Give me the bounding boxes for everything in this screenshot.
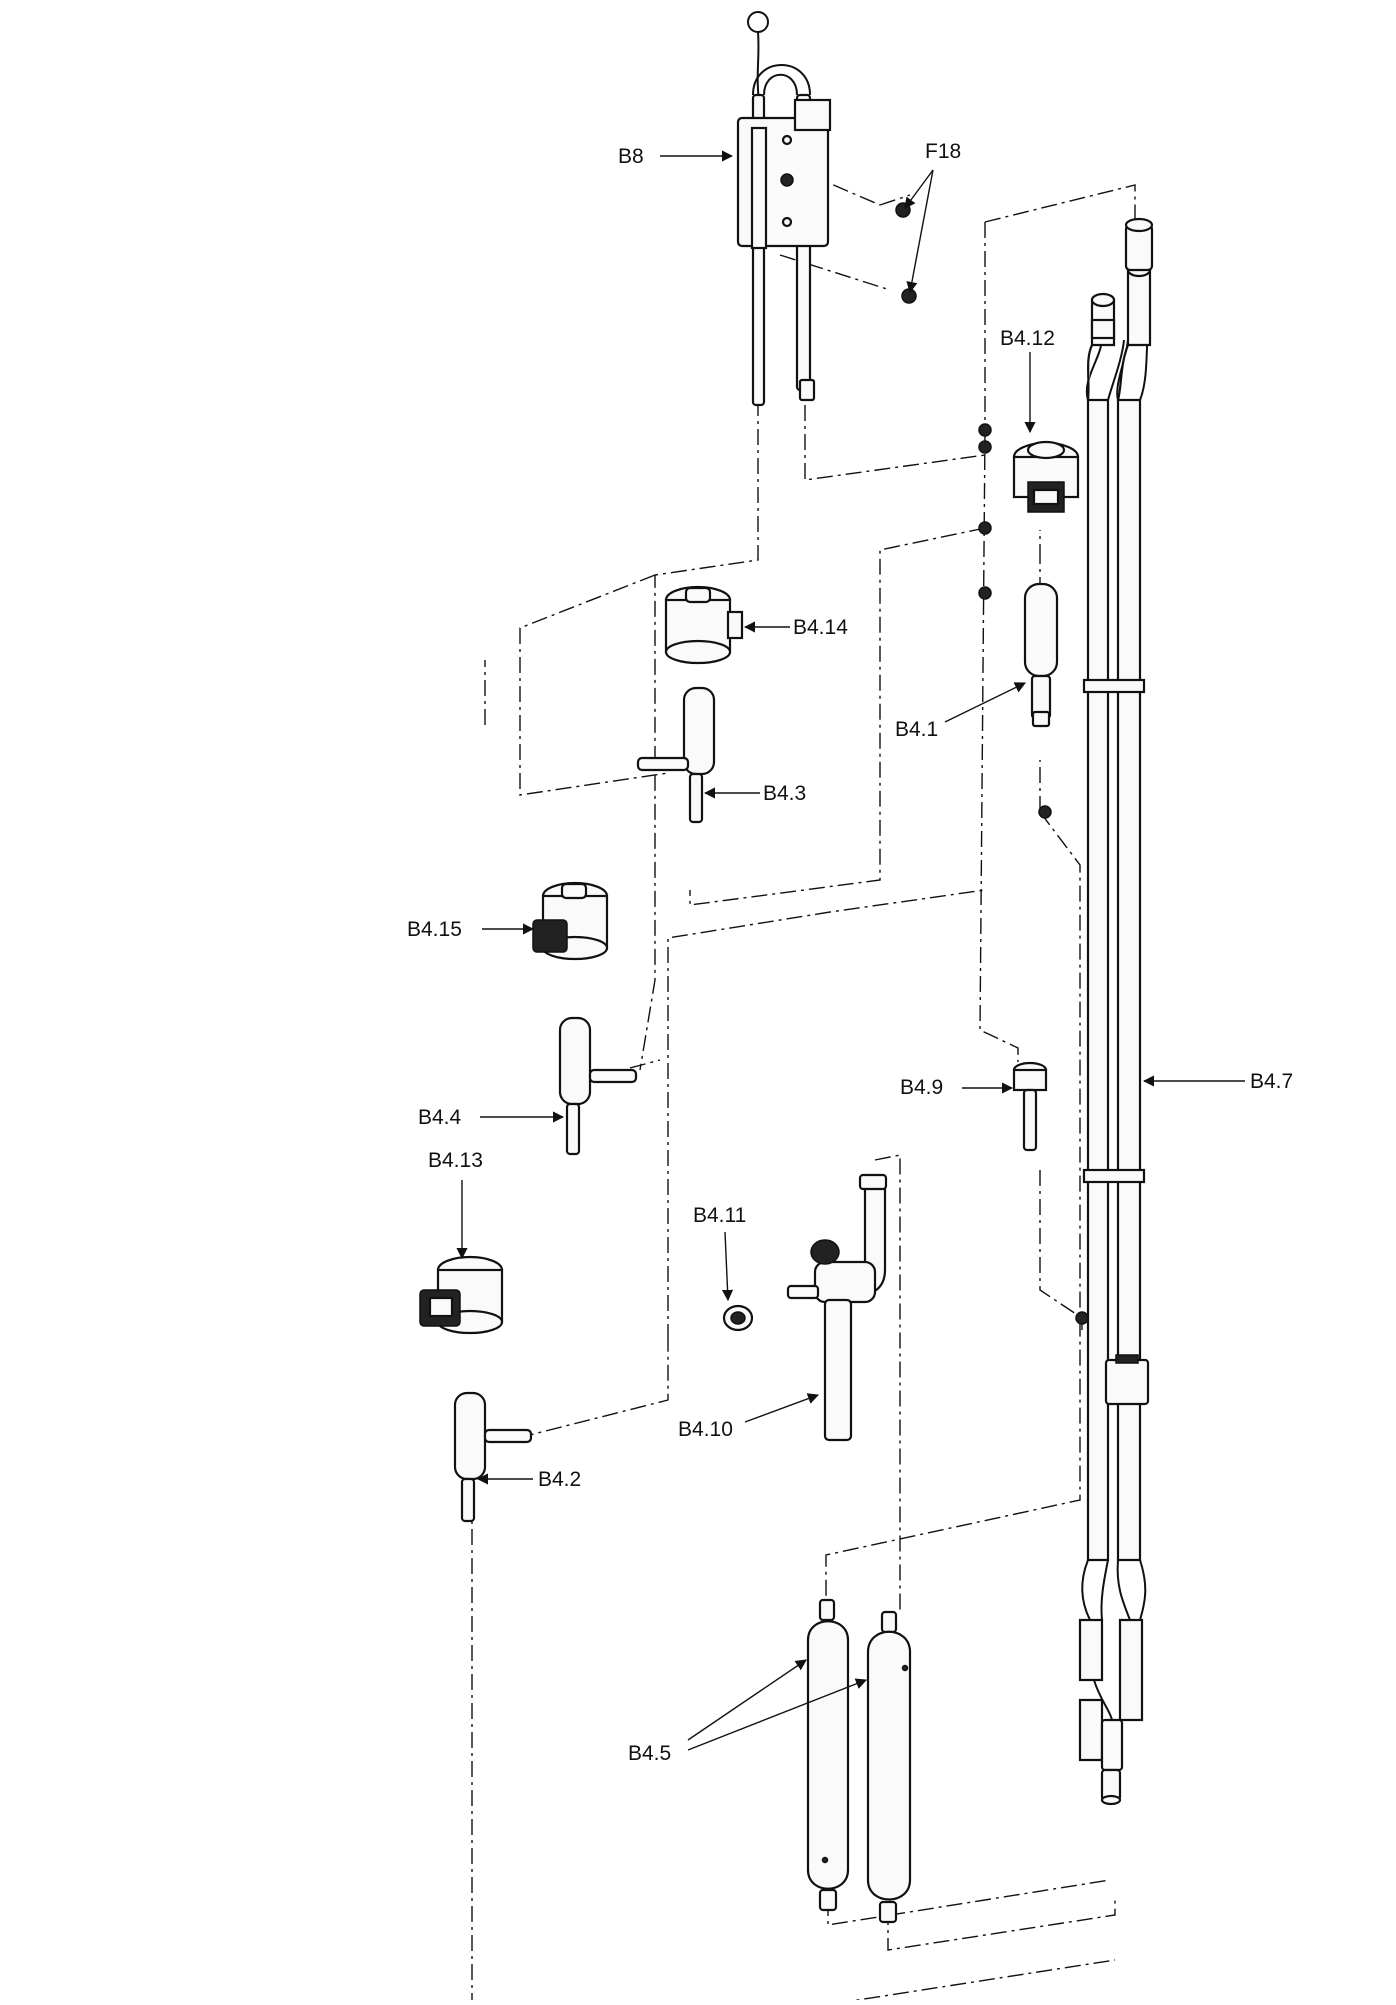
label-b4-10-text: B4.10 (678, 1418, 733, 1441)
label-b4-12-text: B4.12 (1000, 327, 1055, 350)
label-f18-text: F18 (925, 140, 961, 163)
b4-9-fitting (1012, 1061, 1048, 1152)
b4-15-coil (532, 881, 609, 961)
label-b4-3: B4.3 (703, 782, 806, 805)
b4-1-valve-body (1023, 582, 1059, 728)
label-b4-11-text: B4.11 (693, 1204, 746, 1227)
b4-4-valve (558, 1016, 638, 1156)
label-b8-text: B8 (618, 145, 644, 168)
label-b4-4: B4.4 (418, 1106, 565, 1129)
label-b4-14-text: B4.14 (793, 616, 848, 639)
b8-heater-assembly (736, 11, 832, 407)
label-b8: B8 (618, 145, 734, 168)
b4-10-service-valve (786, 1173, 888, 1442)
b4-12-coil (1012, 440, 1080, 513)
label-f18: F18 (904, 140, 961, 294)
label-b4-5: B4.5 (628, 1659, 868, 1765)
label-b4-13: B4.13 (428, 1149, 483, 1260)
label-b4-4-text: B4.4 (418, 1106, 462, 1129)
label-b4-7-text: B4.7 (1250, 1070, 1293, 1093)
b4-7-pipe-assembly (1078, 217, 1154, 1806)
f18-screws (895, 202, 917, 304)
label-b4-11: B4.11 (693, 1204, 746, 1302)
label-b4-1-text: B4.1 (895, 718, 938, 741)
b4-13-coil (419, 1255, 504, 1335)
label-b4-5-text: B4.5 (628, 1742, 671, 1765)
b4-2-valve (453, 1391, 533, 1523)
label-b4-1: B4.1 (895, 682, 1027, 741)
label-b4-10: B4.10 (678, 1393, 820, 1441)
b4-11-cap (722, 1304, 754, 1332)
label-b4-12: B4.12 (1000, 327, 1055, 434)
label-b4-9: B4.9 (900, 1076, 1014, 1099)
label-b4-7: B4.7 (1142, 1070, 1293, 1093)
label-b4-14: B4.14 (743, 616, 848, 639)
b4-5-receiver-right (866, 1610, 912, 1924)
label-b4-2-text: B4.2 (538, 1468, 581, 1491)
label-b4-2: B4.2 (476, 1468, 581, 1491)
label-b4-13-text: B4.13 (428, 1149, 483, 1172)
b4-5-receiver-left (806, 1598, 850, 1912)
label-b4-15: B4.15 (407, 918, 535, 941)
label-b4-3-text: B4.3 (763, 782, 806, 805)
b4-3-valve (636, 686, 716, 824)
junction-dots (978, 423, 1089, 1325)
label-b4-15-text: B4.15 (407, 918, 462, 941)
b4-14-coil (664, 585, 744, 665)
label-b4-9-text: B4.9 (900, 1076, 943, 1099)
